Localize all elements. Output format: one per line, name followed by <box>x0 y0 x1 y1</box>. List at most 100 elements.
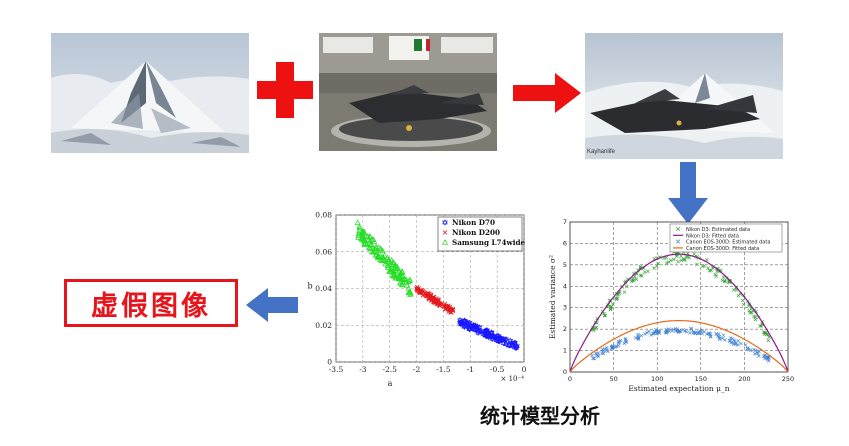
watermark-text: Kayhanlife <box>587 149 616 155</box>
data-point <box>488 330 495 336</box>
data-point <box>733 341 738 345</box>
data-point <box>486 333 493 339</box>
data-point <box>470 324 477 330</box>
data-point <box>636 337 641 341</box>
y-tick-label: 3 <box>563 304 567 312</box>
data-point <box>741 302 746 307</box>
data-point <box>461 323 468 329</box>
data-point <box>593 326 598 330</box>
data-point <box>361 240 368 247</box>
y-axis-label: Estimated variance σ² <box>548 255 557 339</box>
x-tick-label: 0 <box>522 365 527 374</box>
data-point <box>414 284 420 290</box>
data-point <box>500 339 507 345</box>
series-0 <box>457 316 520 352</box>
data-point <box>600 351 604 356</box>
data-point <box>370 248 377 255</box>
data-point <box>614 344 619 349</box>
data-point <box>367 241 374 247</box>
data-point <box>684 329 689 334</box>
data-point <box>496 339 503 345</box>
data-point <box>677 329 681 334</box>
data-point <box>695 262 699 267</box>
data-point <box>618 338 623 343</box>
data-point <box>622 290 627 294</box>
data-point <box>484 328 490 334</box>
data-point <box>513 342 520 348</box>
legend-label: Nikon D70 <box>452 218 495 227</box>
data-point <box>739 341 743 346</box>
data-point <box>722 279 727 284</box>
data-point <box>417 288 423 294</box>
data-point <box>705 332 709 336</box>
data-point <box>398 275 405 282</box>
data-point <box>441 304 447 310</box>
data-point <box>501 337 507 343</box>
data-point <box>634 277 639 282</box>
data-point <box>470 322 477 328</box>
data-point <box>488 329 495 335</box>
data-point <box>689 327 694 331</box>
data-point <box>672 257 676 262</box>
data-point <box>384 262 391 268</box>
statistical-model-caption: 统计模型分析 <box>480 404 600 428</box>
data-point <box>590 353 594 358</box>
data-point <box>720 336 724 341</box>
data-point <box>366 244 373 250</box>
arrow-left-icon <box>246 288 298 322</box>
data-point <box>364 233 371 239</box>
data-point <box>442 230 448 235</box>
data-point <box>623 336 628 341</box>
data-point <box>474 325 481 331</box>
data-point <box>513 344 520 350</box>
data-point <box>375 253 382 259</box>
data-point <box>495 334 502 340</box>
data-point <box>639 333 644 338</box>
data-point <box>733 342 738 347</box>
data-point <box>603 313 608 318</box>
data-point <box>443 306 448 312</box>
data-point <box>406 288 413 294</box>
data-point <box>622 341 627 346</box>
y-tick-label: 0 <box>327 358 332 367</box>
data-point <box>630 278 635 282</box>
data-point <box>492 335 498 341</box>
data-point <box>645 330 649 335</box>
legend-label: Nikon D3: Fitted data <box>686 233 739 239</box>
y-tick-label: 6 <box>563 239 567 247</box>
data-point <box>369 242 376 249</box>
data-point <box>463 318 470 324</box>
data-point <box>507 337 514 343</box>
fake-image-box: 虚假图像 <box>64 279 238 327</box>
data-point <box>748 311 753 315</box>
data-point <box>649 333 653 337</box>
data-point <box>442 219 448 225</box>
data-point <box>354 219 361 226</box>
data-point <box>435 299 441 304</box>
data-point <box>404 282 411 288</box>
data-point <box>700 331 704 336</box>
data-point <box>708 332 713 336</box>
data-point <box>509 343 515 349</box>
data-point <box>399 278 406 285</box>
data-point <box>674 254 679 259</box>
data-point <box>639 274 644 278</box>
x-tick-label: -2 <box>413 365 421 374</box>
data-point <box>745 346 750 351</box>
data-point <box>756 354 761 358</box>
composite-photo: Kayhanlife <box>585 33 783 159</box>
data-point <box>474 323 481 329</box>
data-point <box>605 348 609 352</box>
data-point <box>679 258 684 263</box>
data-point <box>688 331 692 335</box>
data-point <box>358 235 365 242</box>
data-point <box>706 266 710 271</box>
data-point <box>759 324 764 328</box>
legend-marker <box>675 226 681 232</box>
data-point <box>484 327 490 333</box>
data-point <box>360 238 367 244</box>
x-axis-label: a <box>388 379 393 388</box>
data-point <box>624 340 628 344</box>
data-point <box>697 331 701 336</box>
data-point <box>633 335 638 340</box>
